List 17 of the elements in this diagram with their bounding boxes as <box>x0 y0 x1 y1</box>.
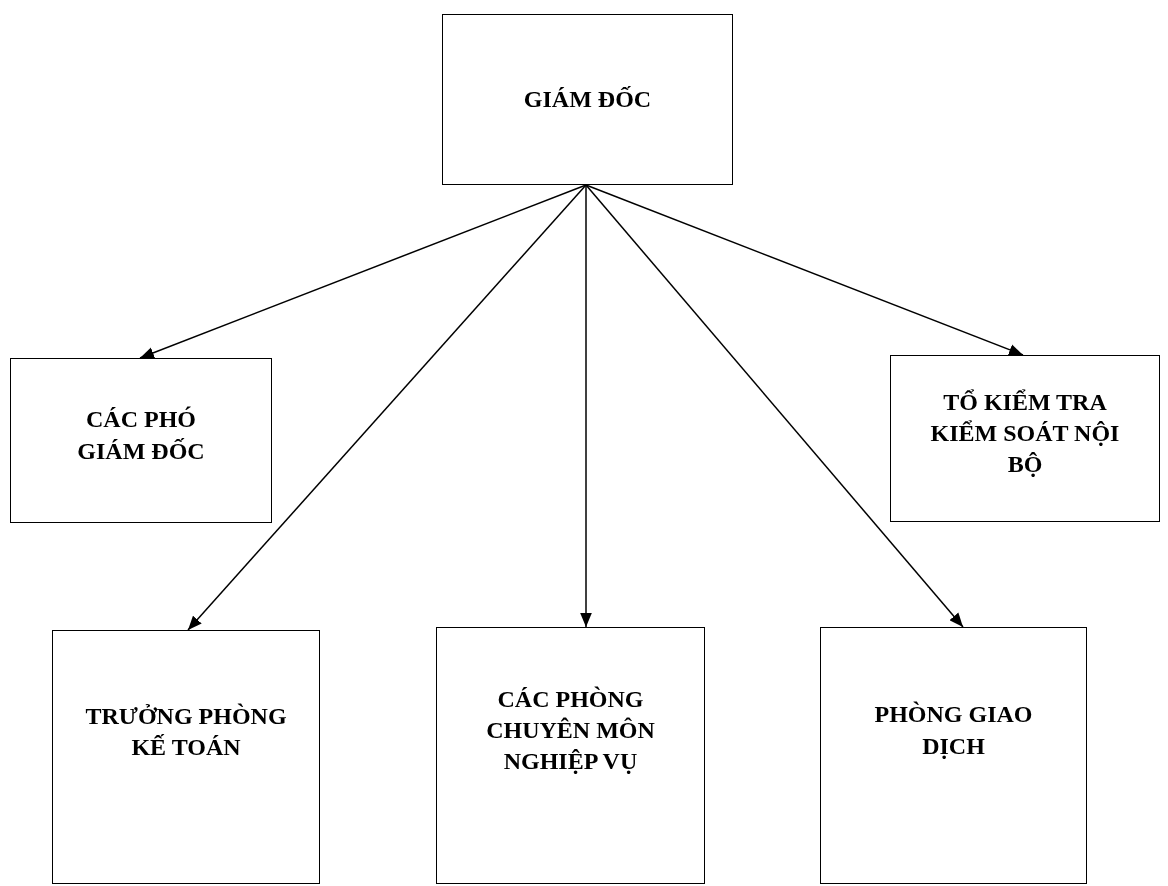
org-box <box>820 627 1087 884</box>
org-box <box>436 627 705 884</box>
box-label: GIÁM ĐỐC <box>523 84 652 114</box>
org-box <box>442 14 733 185</box>
org-box <box>890 355 1160 522</box>
arrow <box>187 184 587 631</box>
org-box <box>10 358 272 523</box>
arrow <box>139 184 587 359</box>
arrow <box>580 184 592 628</box>
arrow <box>585 184 964 628</box>
box-label: PHÒNG GIAO DỊCH <box>873 700 1034 761</box>
box-label: TỔ KIỂM TRA KIỂM SOÁT NỘI BỘ <box>929 387 1121 480</box>
org-box <box>52 630 320 884</box>
box-label: CÁC PHÒNG CHUYÊN MÔN NGHIỆP VỤ <box>485 684 656 777</box>
arrow <box>585 184 1024 356</box>
box-label: TRƯỞNG PHÒNG KẾ TOÁN <box>84 701 288 762</box>
box-label: CÁC PHÓ GIÁM ĐỐC <box>76 405 206 466</box>
